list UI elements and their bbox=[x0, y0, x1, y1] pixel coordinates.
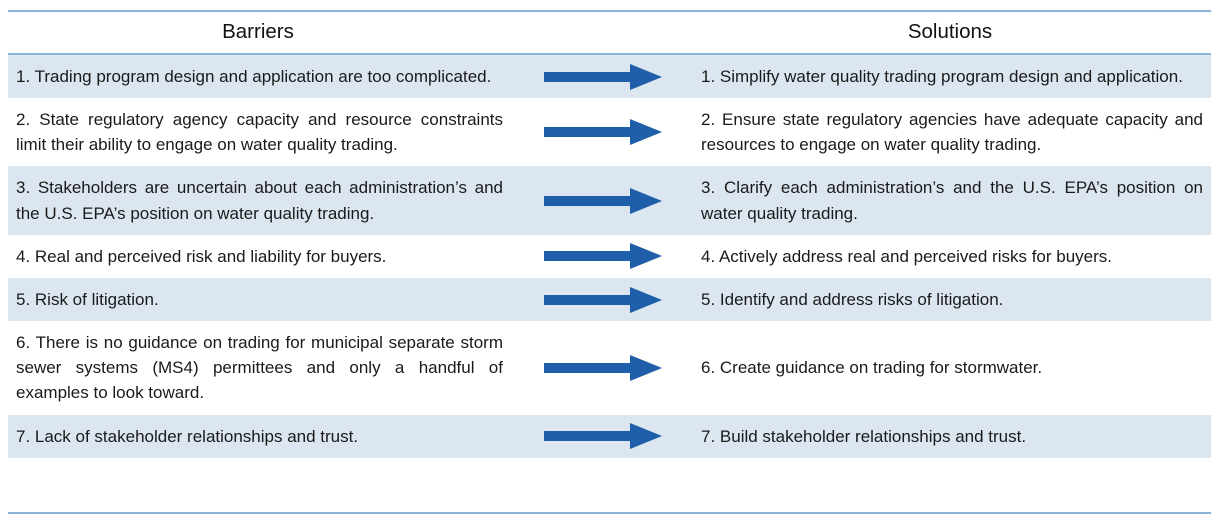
right-arrow-icon bbox=[544, 187, 662, 214]
arrow-cell bbox=[513, 415, 693, 458]
arrow-cell bbox=[513, 98, 693, 166]
barrier-cell: 7. Lack of stakeholder relationships and… bbox=[16, 426, 359, 446]
table-header-rule bbox=[8, 53, 1211, 55]
solution-cell: 7. Build stakeholder relationships and t… bbox=[701, 426, 1027, 446]
barrier-cell: 3. Stakeholders are uncertain about each… bbox=[16, 178, 503, 223]
solution-cell: 2. Ensure state regulatory agencies have… bbox=[701, 110, 1203, 155]
table-body: 1. Trading program design and applicatio… bbox=[8, 55, 1211, 458]
right-arrow-icon bbox=[544, 354, 662, 381]
table-row: 6. There is no guidance on trading for m… bbox=[8, 321, 1211, 415]
right-arrow-icon bbox=[544, 119, 662, 146]
arrow-cell bbox=[513, 235, 693, 278]
table-row: 5. Risk of litigation. 5. Identify and ad… bbox=[8, 277, 1211, 322]
table-top-rule bbox=[8, 10, 1211, 12]
solution-cell: 5. Identify and address risks of litigat… bbox=[701, 289, 1004, 309]
right-arrow-icon bbox=[544, 286, 662, 313]
barrier-cell: 4. Real and perceived risk and liability… bbox=[16, 246, 387, 266]
solution-cell: 1. Simplify water quality trading progra… bbox=[701, 67, 1183, 86]
barrier-cell: 6. There is no guidance on trading for m… bbox=[16, 333, 503, 403]
arrow-cell bbox=[513, 55, 693, 98]
table-row: 2. State regulatory agency capacity and … bbox=[8, 98, 1211, 167]
arrow-cell bbox=[513, 278, 693, 321]
table-row: 3. Stakeholders are uncertain about each… bbox=[8, 166, 1211, 235]
right-arrow-icon bbox=[544, 63, 662, 90]
table-row: 4. Real and perceived risk and liability… bbox=[8, 234, 1211, 278]
table-row: 7. Lack of stakeholder relationships and… bbox=[8, 414, 1211, 458]
table-row: 1. Trading program design and applicatio… bbox=[8, 55, 1211, 99]
solution-cell: 6. Create guidance on trading for stormw… bbox=[701, 358, 1043, 378]
barrier-cell: 5. Risk of litigation. bbox=[16, 289, 159, 309]
arrow-cell bbox=[513, 166, 693, 234]
solution-cell: 4. Actively address real and perceived r… bbox=[701, 246, 1113, 266]
arrow-cell bbox=[513, 321, 693, 414]
barrier-cell: 1. Trading program design and applicatio… bbox=[16, 67, 492, 86]
table-bottom-rule bbox=[8, 512, 1211, 514]
column-header-barriers: Barriers bbox=[222, 20, 294, 44]
right-arrow-icon bbox=[544, 423, 662, 450]
column-header-solutions: Solutions bbox=[907, 20, 993, 44]
solution-cell: 3. Clarify each administration’s and the… bbox=[701, 178, 1203, 223]
barrier-cell: 2. State regulatory agency capacity and … bbox=[16, 110, 503, 155]
table-header-row: Barriers Solutions bbox=[8, 12, 1211, 53]
right-arrow-icon bbox=[544, 243, 662, 270]
